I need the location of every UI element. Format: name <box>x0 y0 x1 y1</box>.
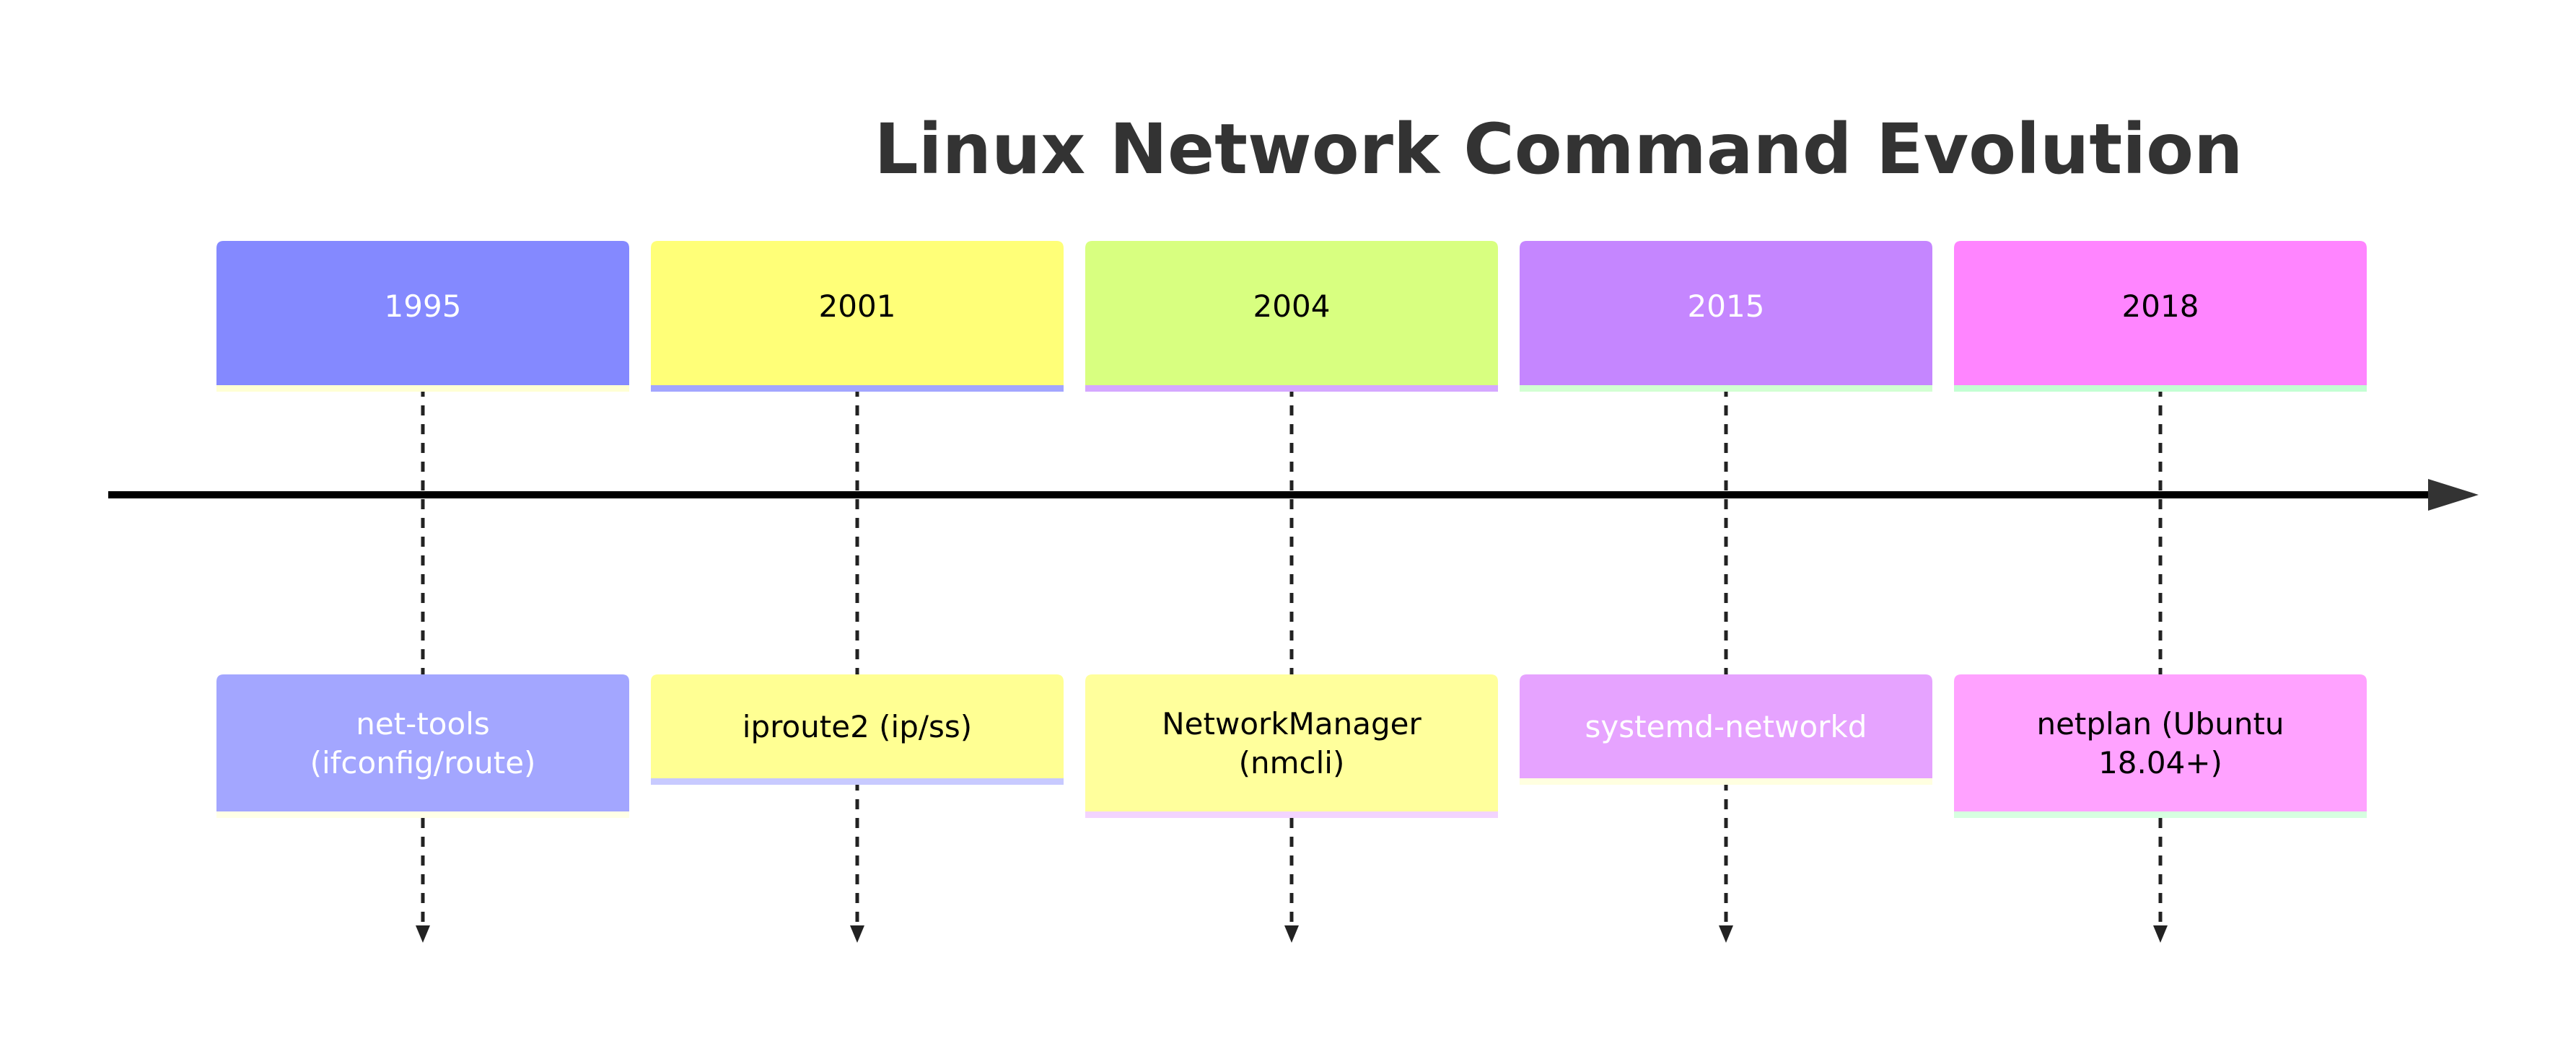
period-box-underline <box>1085 385 1498 392</box>
timeline-axis <box>108 479 2479 511</box>
event-box-underline <box>1954 811 2367 818</box>
timeline-axis-arrowhead <box>2428 479 2479 511</box>
period-box-underline <box>1520 385 1932 392</box>
connector-layer <box>416 387 2168 943</box>
diagram-title: Linux Network Command Evolution <box>875 109 2243 190</box>
period-box: 2018 <box>1954 241 2367 392</box>
event-label-line: iproute2 (ip/ss) <box>742 709 972 744</box>
event-box: net-tools (ifconfig/route) <box>216 674 629 818</box>
event-box-underline <box>216 811 629 818</box>
event-box-fill <box>1954 674 2367 811</box>
period-box: 2004 <box>1085 241 1498 392</box>
period-label: 2001 <box>819 289 896 324</box>
event-box: netplan (Ubuntu 18.04+) <box>1954 674 2367 818</box>
period-box-fill <box>1520 241 1932 385</box>
period-label: 1995 <box>385 289 462 324</box>
event-label-line: netplan (Ubuntu <box>2036 706 2284 741</box>
event-label-line: (nmcli) <box>1239 745 1345 780</box>
event-box-underline <box>1520 778 1932 785</box>
period-connector <box>850 387 864 943</box>
event-box-underline <box>1085 811 1498 818</box>
event-box-underline <box>651 778 1064 785</box>
period-layer: 1995 2001 2004 2015 2018 <box>216 241 2367 392</box>
period-box: 1995 <box>216 241 629 392</box>
connector-arrowhead <box>416 925 430 943</box>
event-box: iproute2 (ip/ss) <box>651 674 1064 785</box>
period-box-fill <box>216 241 629 385</box>
event-label-line: 18.04+) <box>2098 745 2222 780</box>
period-label: 2004 <box>1253 289 1331 324</box>
period-connector <box>1719 387 1733 943</box>
event-box-fill <box>651 674 1064 778</box>
period-box: 2001 <box>651 241 1064 392</box>
period-label: 2018 <box>2122 289 2199 324</box>
period-label: 2015 <box>1688 289 1765 324</box>
period-box-fill <box>1085 241 1498 385</box>
event-box: NetworkManager (nmcli) <box>1085 674 1498 818</box>
period-connector <box>2153 387 2168 943</box>
event-label-line: NetworkManager <box>1162 706 1421 741</box>
event-label-line: (ifconfig/route) <box>310 745 536 780</box>
period-connector <box>1284 387 1299 943</box>
event-label-line: systemd-networkd <box>1585 709 1867 744</box>
period-box-underline <box>216 385 629 392</box>
period-box-fill <box>1954 241 2367 385</box>
event-label-line: net-tools <box>356 706 490 741</box>
period-connector <box>416 387 430 943</box>
connector-arrowhead <box>1719 925 1733 943</box>
connector-arrowhead <box>2153 925 2168 943</box>
period-box-fill <box>651 241 1064 385</box>
period-box-underline <box>651 385 1064 392</box>
period-box-underline <box>1954 385 2367 392</box>
event-layer: net-tools (ifconfig/route) iproute2 (ip/ss… <box>216 674 2367 818</box>
event-box-fill <box>1520 674 1932 778</box>
connector-arrowhead <box>1284 925 1299 943</box>
event-box: systemd-networkd <box>1520 674 1932 785</box>
connector-arrowhead <box>850 925 864 943</box>
event-box-fill <box>1085 674 1498 811</box>
period-box: 2015 <box>1520 241 1932 392</box>
event-box-fill <box>216 674 629 811</box>
